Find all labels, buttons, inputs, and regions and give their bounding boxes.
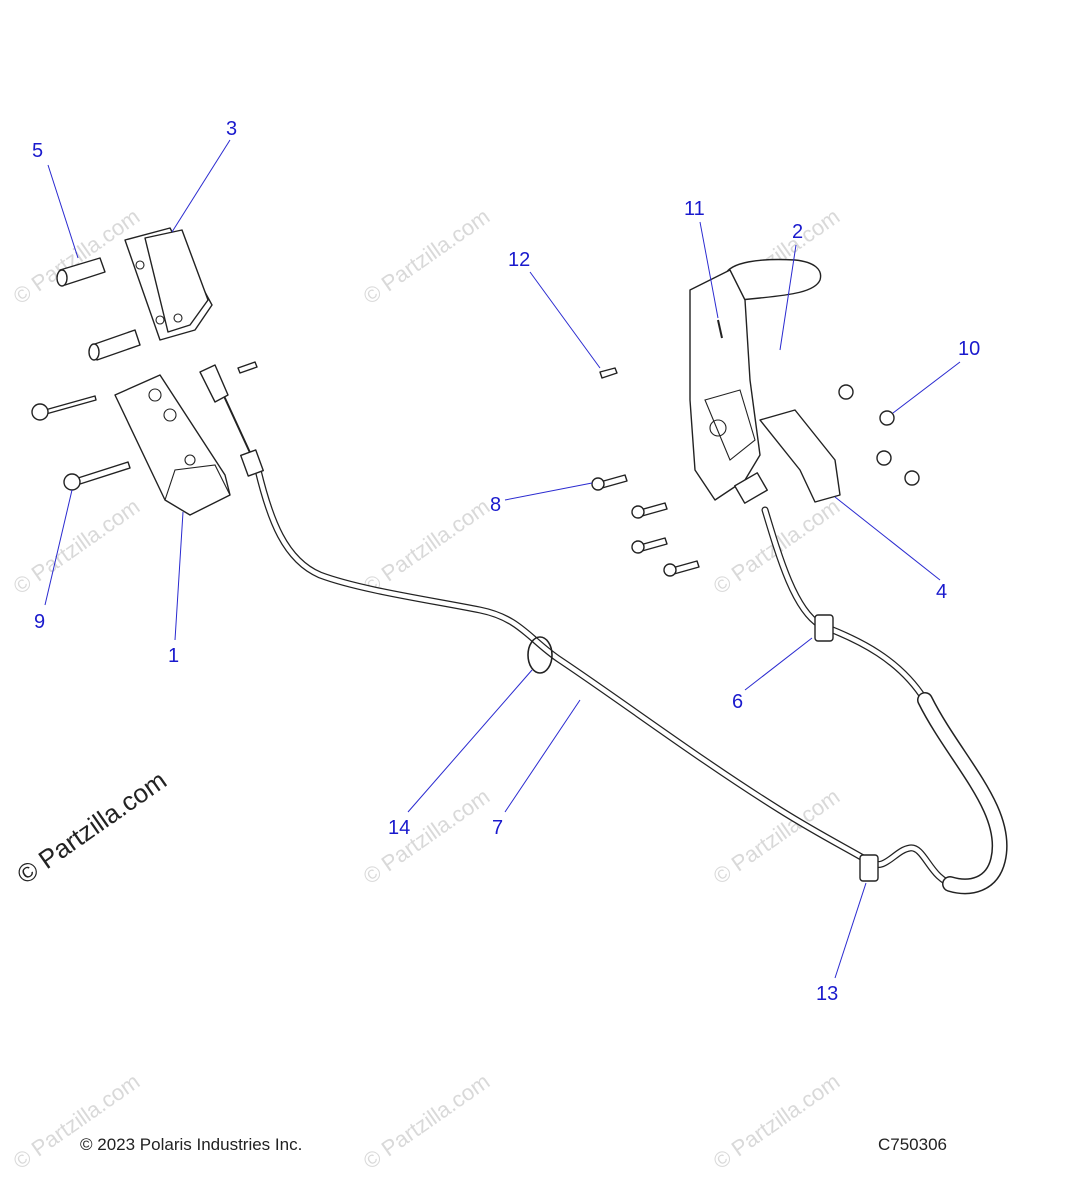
callout-12: 12 [508,249,530,271]
cable-clamp-14 [527,636,553,674]
watermark: © Partzilla.com [359,784,495,890]
watermark-large: © Partzilla.com [11,765,172,890]
callout-11: 11 [684,198,705,220]
watermark: © Partzilla.com [709,1069,845,1175]
cable-clamp-6 [814,614,834,642]
callout-8: 8 [490,494,501,516]
callout-14: 14 [388,817,410,839]
copyright-text: © 2023 Polaris Industries Inc. [80,1135,302,1154]
watermark: © Partzilla.com [359,204,495,310]
callout-5: 5 [32,140,43,162]
callout-labels: 1 2 3 4 5 6 7 8 9 10 11 12 13 14 [32,118,980,1005]
watermark: © Partzilla.com [359,1069,495,1175]
watermark: © Partzilla.com [9,1069,145,1175]
callout-2: 2 [792,221,803,243]
bolts-8 [591,474,700,577]
pivot-bracket-group [31,227,258,516]
callout-1: 1 [168,645,179,667]
callout-3: 3 [226,118,237,140]
cable-clip-13 [859,854,879,882]
hand-lever-group [599,258,920,504]
diagram-code: C750306 [878,1135,947,1154]
watermark: © Partzilla.com [9,204,145,310]
callout-6: 6 [732,691,743,713]
callout-7: 7 [492,817,503,839]
callout-4: 4 [936,581,947,603]
callout-10: 10 [958,338,980,360]
callout-13: 13 [816,983,838,1005]
callout-9: 9 [34,611,45,633]
watermark: © Partzilla.com [359,494,495,600]
watermark: © Partzilla.com [9,494,145,600]
leader-lines [44,139,961,979]
